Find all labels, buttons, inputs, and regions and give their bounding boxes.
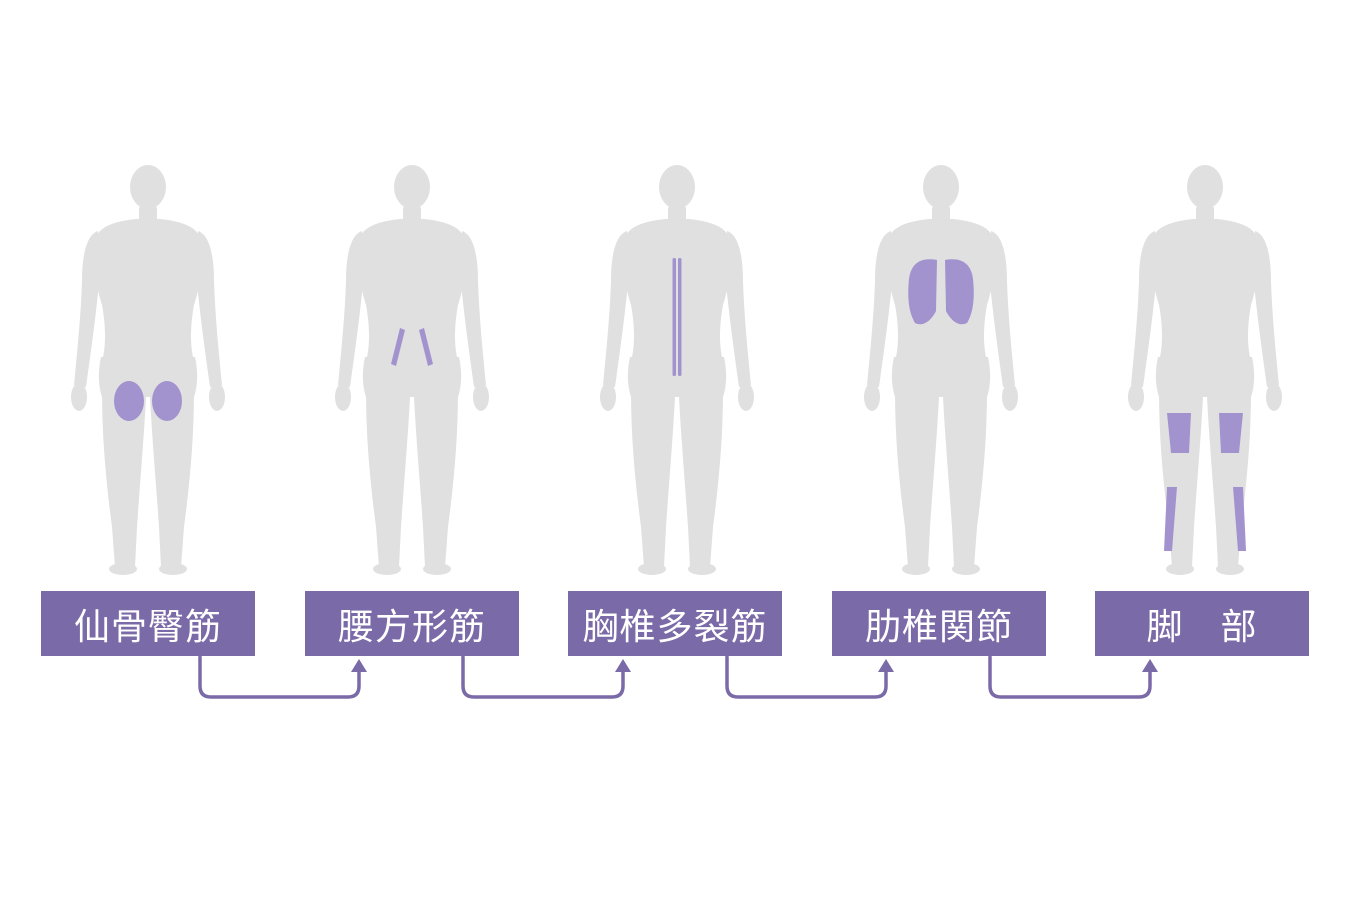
- glute-muscle-left: [114, 381, 144, 421]
- connector-arrows: [198, 655, 1152, 699]
- glute-muscle-right: [152, 381, 182, 421]
- hamstring-left: [1167, 413, 1191, 453]
- rib-area-left: [908, 259, 937, 325]
- figure-sacrum-glutes: [71, 165, 225, 575]
- arrow-head-2: [351, 659, 367, 672]
- arrow-3-to-4: [725, 655, 888, 699]
- label-quadratus-lumborum: 腰方形筋: [305, 591, 519, 656]
- rib-area-right: [945, 259, 974, 325]
- figure-costovertebral-joint: [864, 165, 1018, 575]
- figure-thoracic-multifidus: [600, 165, 754, 575]
- label-legs: 脚 部: [1095, 591, 1309, 656]
- label-costovertebral-joint: 肋椎関節: [832, 591, 1046, 656]
- multifidus-right: [678, 258, 682, 376]
- arrow-head-5: [1142, 659, 1158, 672]
- figure-legs: [1128, 165, 1282, 575]
- arrow-4-to-5: [988, 655, 1152, 699]
- arrow-head-4: [878, 659, 894, 672]
- arrow-heads: [351, 659, 1158, 672]
- calf-right: [1233, 487, 1246, 551]
- arrow-head-3: [615, 659, 631, 672]
- quadratus-lumborum-left: [391, 328, 405, 366]
- arrow-2-to-3: [461, 655, 625, 699]
- quadratus-lumborum-right: [419, 328, 433, 366]
- arrow-1-to-2: [198, 655, 361, 699]
- multifidus-left: [672, 258, 676, 376]
- label-thoracic-multifidus: 胸椎多裂筋: [568, 591, 782, 656]
- figure-quadratus-lumborum: [335, 165, 489, 575]
- hamstring-right: [1219, 413, 1243, 453]
- calf-left: [1164, 487, 1177, 551]
- label-sacrum-glutes: 仙骨臀筋: [41, 591, 255, 656]
